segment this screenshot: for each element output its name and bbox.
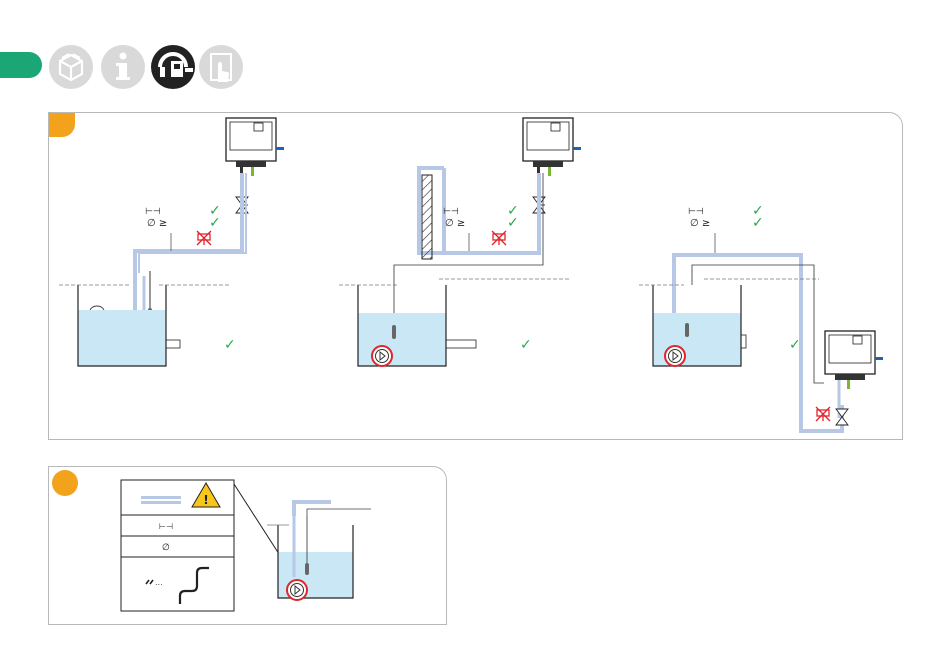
no-pump-cross-icon (197, 231, 211, 245)
scenario-flooded-suction: ⊢⊣ ∅ ≥ ✓ ✓ ✓ (639, 203, 883, 431)
pump-unit (226, 118, 284, 176)
length-symbol: ⊢⊣ (145, 207, 161, 217)
check-icon: ✓ (789, 337, 801, 353)
installation-pump-icon[interactable] (150, 44, 196, 90)
check-icon: ✓ (507, 215, 519, 231)
length-symbol: ⊢⊣ (688, 207, 704, 217)
check-icon: ✓ (209, 215, 221, 231)
operation-touch-icon[interactable] (198, 44, 244, 90)
scenarios-diagram: ⊢⊣ ∅ ≥ ✓ ✓ ✓ (49, 113, 902, 439)
no-pump-cross-icon (816, 407, 830, 421)
unpacking-box-icon[interactable] (48, 44, 94, 90)
scenario-suction-wall: ⊢⊣ ∅ ≥ ✓ ✓ ✓ (339, 118, 581, 366)
diameter-symbol: ∅ (162, 543, 170, 553)
ellipsis: ... (155, 578, 163, 587)
pump-unit (825, 331, 883, 389)
active-tab-indicator[interactable] (0, 52, 42, 78)
scenario-gravity: ⊢⊣ ∅ ≥ ✓ ✓ ✓ (59, 118, 284, 366)
pipe-rules-diagram: ! ⊢⊣ ∅ ... (49, 467, 446, 624)
installation-scenarios-panel: ⊢⊣ ∅ ≥ ✓ ✓ ✓ (48, 112, 903, 440)
check-icon: ✓ (520, 337, 532, 353)
pipe-rules-panel: ! ⊢⊣ ∅ ... (48, 466, 447, 625)
diameter-label: ∅ ≥ (445, 218, 465, 229)
info-icon[interactable] (100, 44, 146, 90)
diameter-label: ∅ ≥ (690, 218, 710, 229)
length-symbol: ⊢⊣ (443, 207, 459, 217)
length-symbol: ⊢⊣ (159, 522, 173, 531)
no-pump-cross-icon (492, 231, 506, 245)
check-icon: ✓ (224, 337, 236, 353)
warning-mark: ! (203, 493, 208, 507)
diameter-label: ∅ ≥ (147, 218, 167, 229)
pump-unit (523, 118, 581, 176)
check-icon: ✓ (752, 215, 764, 231)
